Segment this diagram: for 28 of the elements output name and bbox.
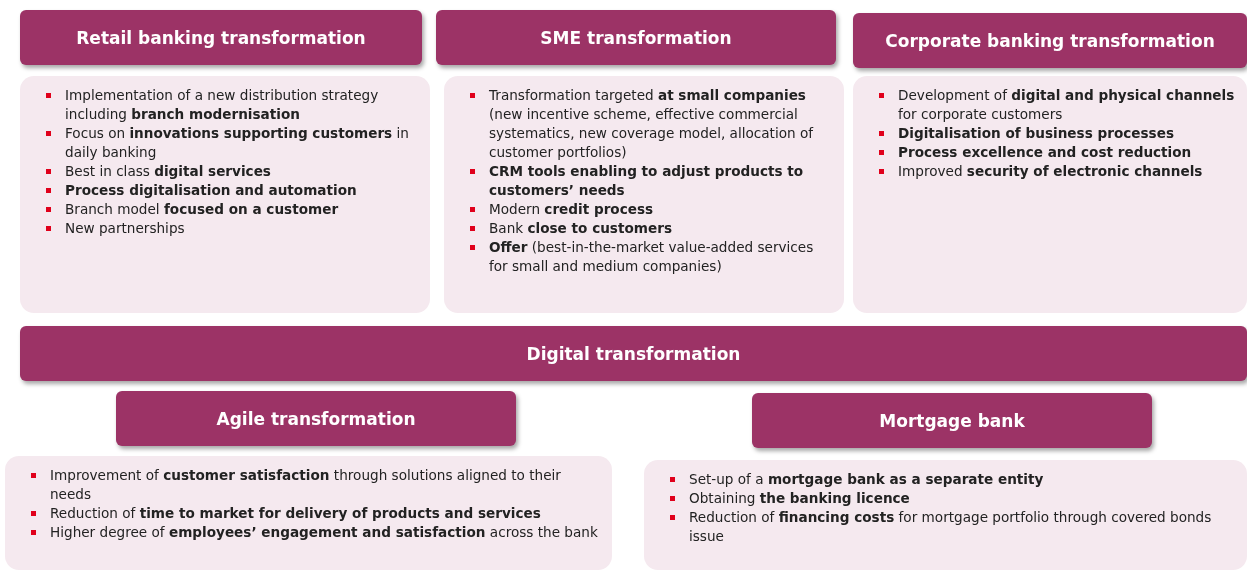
section-header: Mortgage bank bbox=[752, 393, 1152, 448]
card-background bbox=[644, 460, 1247, 570]
section-header: SME transformation bbox=[436, 10, 836, 65]
bullet-text: Process digitalisation and automation bbox=[65, 181, 357, 200]
bullet-text: Reduction of financing costs for mortgage portfolio through covered bonds issue bbox=[689, 508, 1213, 546]
bullet-text: Best in class digital services bbox=[65, 162, 271, 181]
section-header: Retail banking transformation bbox=[20, 10, 422, 65]
card-background bbox=[853, 76, 1247, 313]
bullet-text: Offer (best-in-the-market value-added services for small and medium companies) bbox=[489, 238, 815, 276]
bullet-text: Branch model focused on a customer bbox=[65, 200, 339, 219]
card-background bbox=[444, 76, 844, 313]
bullet-text: Obtaining the banking licence bbox=[689, 489, 910, 508]
section-header: Corporate banking transformation bbox=[853, 13, 1247, 68]
bullet-text: New partnerships bbox=[65, 219, 185, 238]
bullet-text: Development of digital and physical channels for corporate customers bbox=[898, 86, 1236, 124]
bullet-text: Digitalisation of business processes bbox=[898, 124, 1174, 143]
bullet-text: Process excellence and cost reduction bbox=[898, 143, 1192, 162]
bullet-text: Reduction of time to market for delivery of products and services bbox=[50, 504, 541, 523]
bullet-text: Set-up of a mortgage bank as a separate entity bbox=[689, 470, 1044, 489]
section-header: Agile transformation bbox=[116, 391, 516, 446]
bullet-text: Modern credit process bbox=[489, 200, 654, 219]
section-header: Digital transformation bbox=[20, 326, 1247, 381]
bullet-text: Transformation targeted at small companies (new incentive scheme, effective commercial systematics, new coverage model, allocation of customer portfolios) bbox=[489, 86, 815, 162]
card-background bbox=[20, 76, 430, 313]
card-background bbox=[5, 456, 612, 570]
bullet-text: Bank close to customers bbox=[489, 219, 672, 238]
bullet-text: Higher degree of employees’ engagement and satisfaction across the bank bbox=[50, 523, 598, 542]
bullet-text: Improved security of electronic channels bbox=[898, 162, 1203, 181]
